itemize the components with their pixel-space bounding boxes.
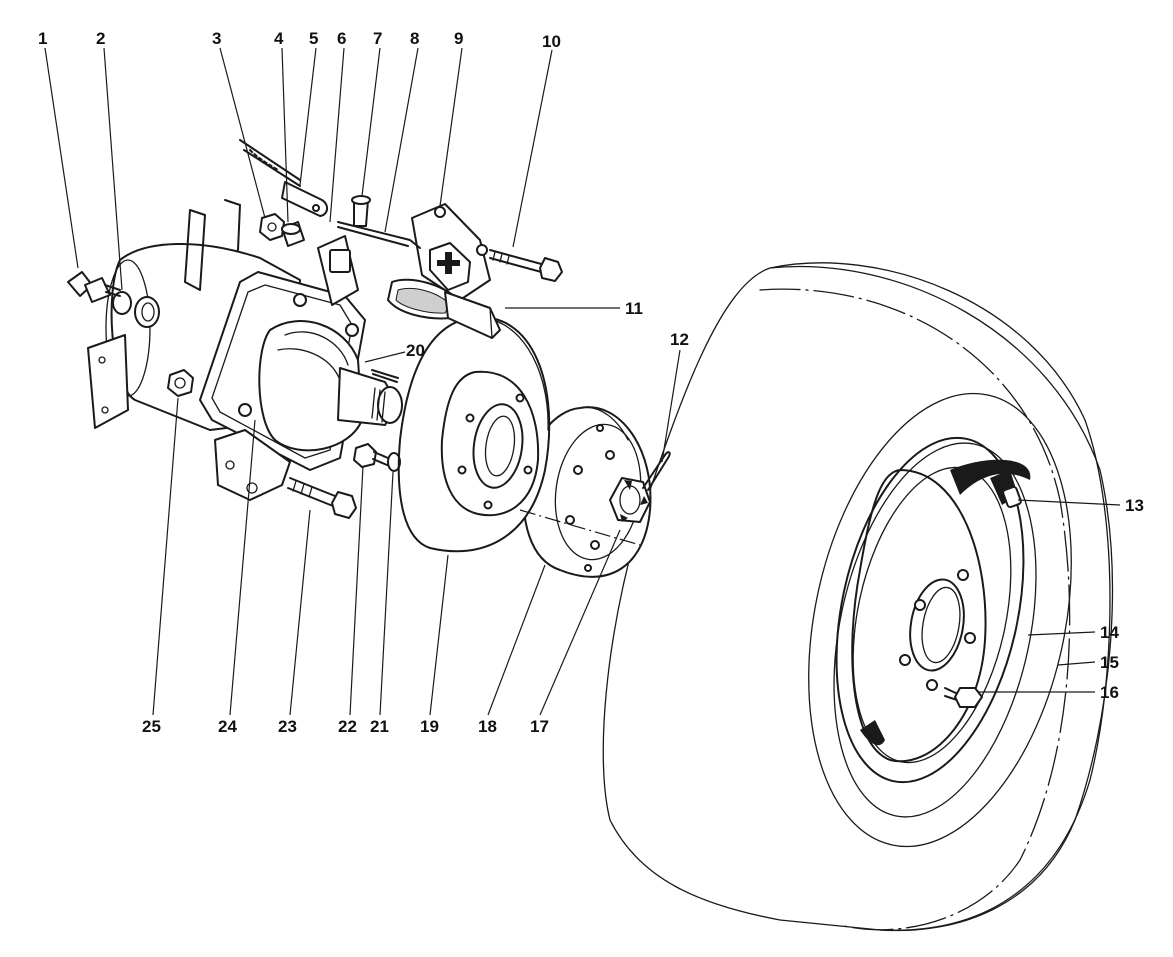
callout-9: 9 <box>454 29 463 48</box>
callout-numbers: 1 2 3 4 5 6 7 8 9 10 11 12 13 14 15 16 1… <box>38 29 1144 736</box>
callout-25: 25 <box>142 717 161 736</box>
callout-3: 3 <box>212 29 221 48</box>
lower-bracket <box>214 429 291 501</box>
callout-1: 1 <box>38 29 47 48</box>
grease-fitting <box>67 271 121 303</box>
brake-pad <box>387 278 459 320</box>
small-bolt <box>353 443 389 468</box>
callout-11: 11 <box>625 299 643 318</box>
caliper-bracket <box>317 235 359 306</box>
valve-stem <box>990 470 1022 509</box>
callout-18: 18 <box>478 717 497 736</box>
callout-24: 24 <box>218 717 237 736</box>
callout-10: 10 <box>542 32 561 51</box>
brake-caliper <box>411 203 491 301</box>
callout-17: 17 <box>530 717 549 736</box>
brake-lever <box>444 291 501 339</box>
callout-12: 12 <box>670 330 689 349</box>
callout-4: 4 <box>274 29 284 48</box>
wheel-bolt <box>944 687 983 708</box>
bearing-flange <box>199 271 403 471</box>
callout-8: 8 <box>410 29 419 48</box>
flat-washer <box>387 452 401 472</box>
brake-rod <box>337 221 421 249</box>
callout-23: 23 <box>278 717 297 736</box>
callout-13: 13 <box>1125 496 1144 515</box>
callout-14: 14 <box>1100 623 1119 642</box>
callout-19: 19 <box>420 717 439 736</box>
wheel-rim <box>835 436 1031 784</box>
callout-5: 5 <box>309 29 318 48</box>
callout-15: 15 <box>1100 653 1119 672</box>
hex-nut <box>259 213 285 241</box>
callout-16: 16 <box>1100 683 1119 702</box>
spindle-pin <box>371 369 399 383</box>
callout-7: 7 <box>373 29 382 48</box>
spacer-bushing <box>281 221 305 247</box>
flange-bolt <box>287 477 357 519</box>
o-ring <box>112 291 132 315</box>
axis-line <box>519 509 641 546</box>
castle-nut <box>609 477 651 523</box>
callout-21: 21 <box>370 717 389 736</box>
cotter-pin <box>642 451 671 491</box>
callout-2: 2 <box>96 29 105 48</box>
lock-nut <box>167 369 194 397</box>
caliper-bolt <box>489 249 563 282</box>
callout-20: 20 <box>406 341 425 360</box>
brake-disc <box>397 316 551 553</box>
clevis-pin <box>351 195 371 227</box>
tire <box>602 262 1113 932</box>
callout-22: 22 <box>338 717 357 736</box>
callout-6: 6 <box>337 29 346 48</box>
leader-lines <box>44 47 1121 716</box>
brake-cable <box>239 139 328 217</box>
